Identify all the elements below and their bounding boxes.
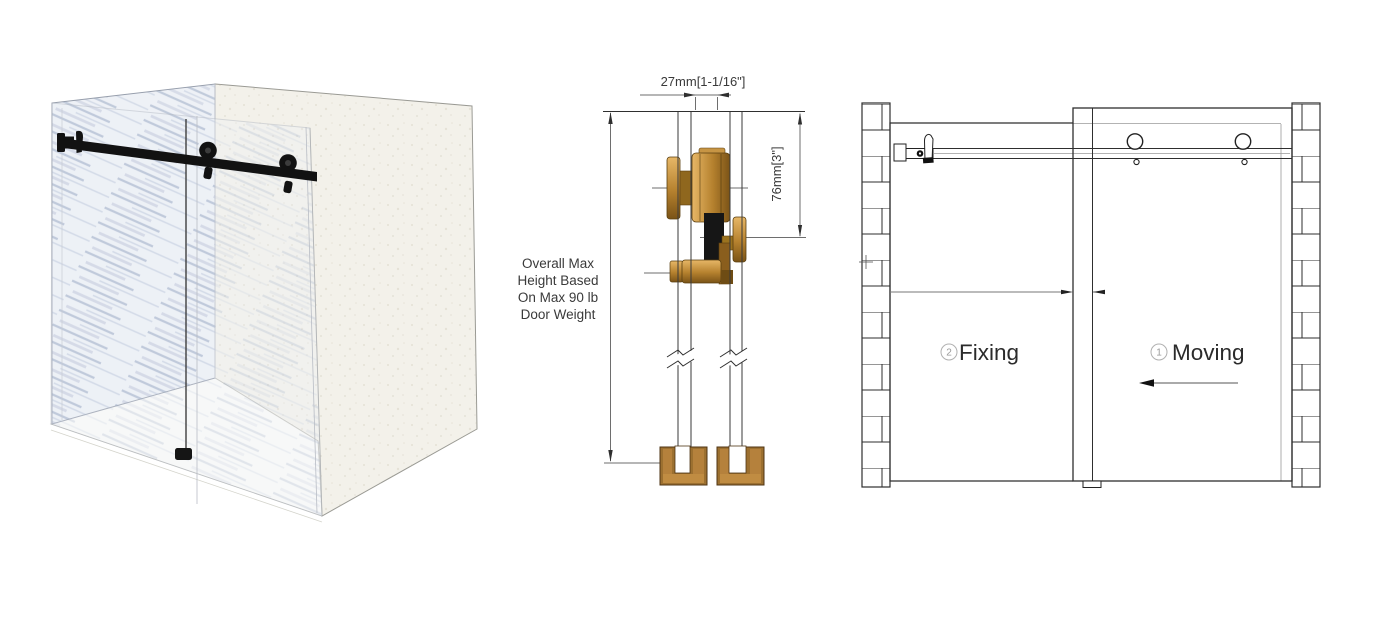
fixing-number: 2 — [946, 348, 952, 359]
anti-jump-pin-2 — [1241, 158, 1248, 166]
installation-elevation: 2 Fixing 1 Moving — [859, 102, 1321, 488]
roller-wheel-1 — [199, 141, 217, 180]
fixing-panel-label: 2 Fixing — [940, 340, 1019, 365]
left-brick-wall — [861, 102, 891, 488]
anti-jump-pin-1 — [1133, 158, 1140, 166]
height-dim-label: 76mm[3"] — [769, 146, 784, 201]
width-dim-label: 27mm[1-1/16"] — [661, 74, 746, 89]
roller-wheel-2 — [279, 154, 297, 194]
glass-panels-section — [677, 112, 743, 462]
wall-centerline-tick — [859, 255, 873, 269]
moving-panel-outline — [1072, 107, 1293, 482]
note-line-4: Door Weight — [521, 307, 596, 322]
shower-enclosure-3d-render — [49, 83, 478, 523]
note-line-1: Overall Max — [522, 256, 594, 271]
u-channel-right — [716, 445, 765, 486]
u-channel-left — [659, 445, 708, 486]
moving-panel-label: 1 Moving — [1150, 340, 1245, 365]
width-dimension: 27mm[1-1/16"] — [640, 74, 745, 110]
moving-label: Moving — [1172, 340, 1245, 365]
sliding-bar — [57, 130, 317, 182]
overlap-reference — [890, 289, 1105, 295]
fixing-label: Fixing — [959, 340, 1019, 365]
rail-wall-bracket — [893, 133, 934, 164]
fixed-panel-outline — [889, 122, 1073, 482]
roller-circle-1 — [1126, 133, 1144, 150]
note-line-3: On Max 90 lb — [518, 290, 598, 305]
slide-direction-arrow — [1139, 379, 1238, 387]
elevation-rollers — [1126, 133, 1252, 166]
top-rail — [906, 147, 1292, 160]
roller-assembly-section — [666, 147, 747, 285]
hardware-cross-section: 27mm[1-1/16"] 76mm[3"] — [517, 74, 806, 486]
moving-number: 1 — [1156, 348, 1162, 359]
roller-circle-2 — [1234, 133, 1252, 150]
right-brick-wall — [1291, 102, 1321, 488]
break-marks — [666, 347, 748, 369]
overall-height-dimension — [604, 112, 672, 464]
floor-guide-3d — [175, 448, 192, 460]
note-line-2: Height Based — [517, 273, 598, 288]
floor-guide-elevation — [1082, 480, 1102, 488]
max-height-note: Overall Max Height Based On Max 90 lb Do… — [517, 256, 598, 322]
roller-height-dimension: 76mm[3"] — [700, 112, 806, 238]
